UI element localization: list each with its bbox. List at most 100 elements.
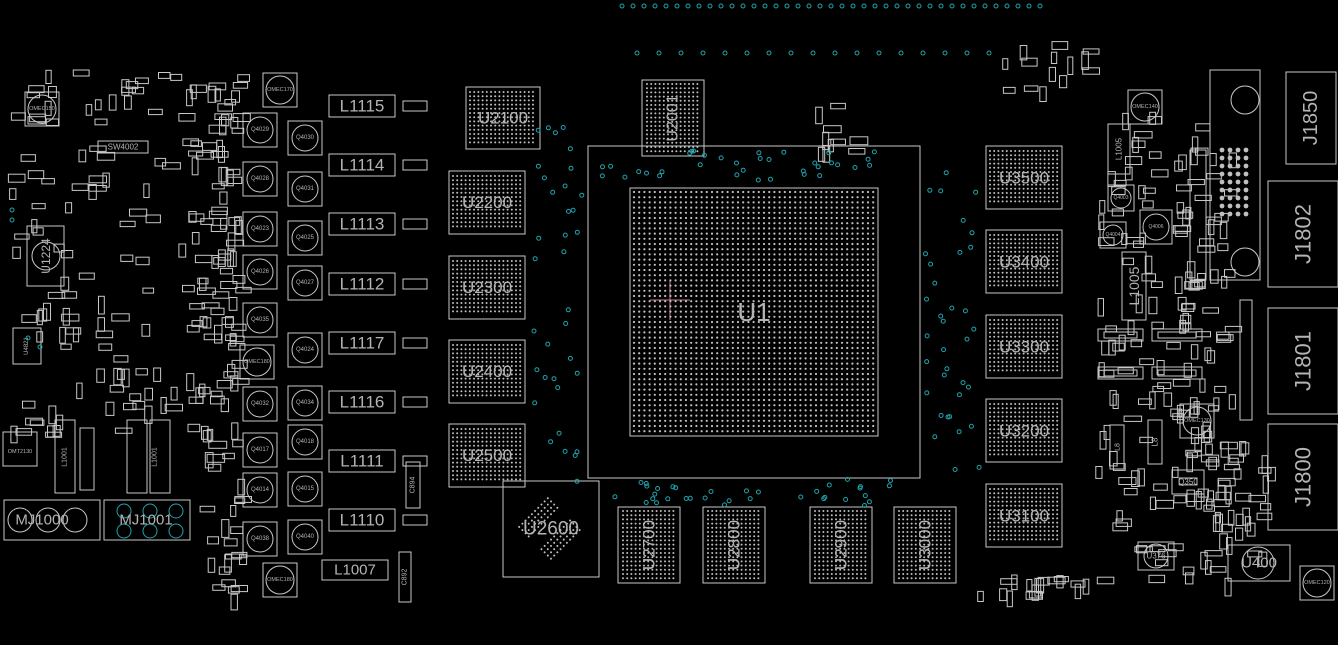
pad [710, 206, 714, 209]
pad [726, 388, 729, 391]
pad [773, 300, 776, 303]
pad [1043, 162, 1046, 165]
pad [638, 294, 641, 298]
pad [993, 445, 996, 447]
pad [1005, 250, 1008, 253]
pad [1001, 267, 1004, 270]
pad [794, 268, 797, 272]
pad [653, 315, 656, 318]
pad [731, 320, 734, 324]
pad [830, 253, 833, 256]
pad [632, 289, 636, 292]
pad [866, 372, 870, 376]
pad [460, 394, 463, 397]
pad [1010, 415, 1012, 418]
smd-part [216, 139, 224, 159]
pad [1001, 500, 1004, 503]
pad [809, 346, 812, 350]
pad [794, 414, 797, 417]
pad [872, 284, 875, 287]
pad [1047, 276, 1050, 278]
pad [481, 217, 484, 219]
pad [674, 201, 677, 204]
pad [820, 201, 823, 204]
pad [464, 457, 467, 460]
pad [527, 95, 530, 98]
pad [778, 248, 781, 251]
pad [710, 248, 714, 251]
pad [856, 404, 859, 407]
pad [510, 440, 513, 443]
pad [494, 99, 497, 102]
pad [648, 289, 651, 292]
pad [485, 268, 488, 271]
pad [669, 305, 672, 308]
pad [498, 470, 501, 472]
pad [830, 388, 833, 391]
pad [510, 204, 513, 207]
mag-jack-pin [35, 507, 61, 533]
pad [814, 424, 818, 428]
pad [515, 183, 517, 186]
pad [872, 268, 875, 272]
pad [799, 419, 802, 422]
pad [1031, 234, 1033, 236]
pad [485, 428, 488, 430]
smd-part [227, 586, 240, 594]
pad [468, 306, 471, 309]
pad [527, 112, 530, 114]
pad [477, 260, 480, 262]
pad [477, 465, 480, 468]
pad [835, 284, 838, 287]
pad [460, 179, 463, 182]
pad [752, 424, 755, 428]
pad [468, 470, 471, 472]
pad [710, 237, 714, 240]
smd-part [158, 72, 171, 79]
pad [866, 196, 870, 199]
pad [511, 112, 513, 114]
smd-part [1200, 454, 1220, 463]
pad [846, 211, 849, 214]
pad [1035, 436, 1038, 439]
pad [638, 404, 641, 407]
pad [1035, 500, 1038, 503]
pad [1056, 154, 1059, 157]
pad [989, 440, 991, 443]
pad [1039, 407, 1042, 410]
pad [1005, 192, 1008, 194]
pad [1043, 348, 1046, 351]
pad [456, 356, 459, 359]
pad [481, 260, 484, 262]
pad [716, 253, 719, 256]
pad [830, 331, 833, 334]
pad [494, 436, 496, 439]
smd-part [59, 326, 66, 344]
pad [835, 242, 838, 246]
pad [473, 356, 475, 359]
pad [820, 289, 823, 292]
pad [840, 232, 844, 235]
pad [506, 302, 509, 304]
pad [460, 348, 463, 351]
pad [794, 372, 797, 376]
pad [716, 409, 719, 412]
pad [502, 453, 505, 456]
pad [473, 200, 475, 203]
cap-horizontal [1097, 366, 1144, 380]
pad [695, 336, 698, 339]
pad [502, 285, 505, 288]
pad [489, 260, 492, 262]
pad [643, 279, 646, 282]
pad [866, 424, 870, 428]
pad [866, 419, 870, 422]
pad [856, 201, 859, 204]
pad [1010, 509, 1012, 511]
pad [762, 237, 766, 240]
pad [846, 404, 849, 407]
pad [788, 393, 792, 396]
smd-part [1051, 41, 1069, 50]
memory-chip [893, 506, 957, 584]
pad [481, 196, 484, 198]
